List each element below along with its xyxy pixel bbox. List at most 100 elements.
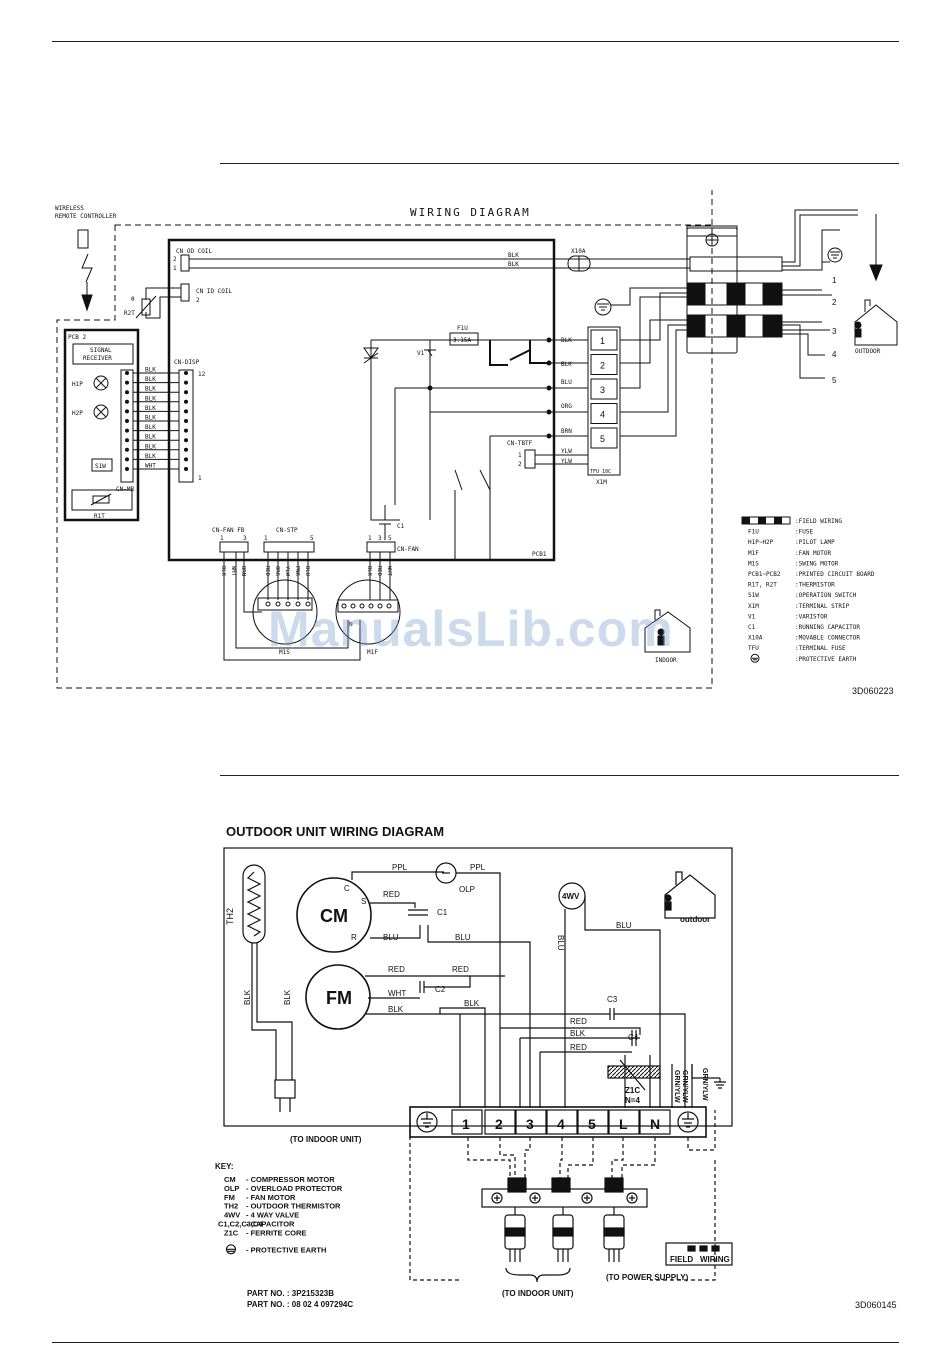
cm-r-terminal: R [351,933,357,942]
svg-text:3: 3 [378,535,382,542]
indoor-title: WIRING DIAGRAM [410,206,531,219]
key-desc: - 4 WAY VALVE [246,1211,299,1220]
z1c-ferrite-core [607,1065,661,1079]
stp-pin [275,601,281,607]
cn-od-coil-connector [180,254,190,272]
thermistor-connector [274,1079,296,1099]
cn-mb-label: CN-MB [116,486,134,493]
indoor-house-label: INDOOR [655,657,677,664]
indoor-section-rule [220,163,899,164]
x10a-label: X10A [571,248,586,255]
disp-wire-label: BLK [145,453,156,460]
fourwv-label: 4WV [562,892,580,901]
legend-desc: :VARISTOR [795,613,828,620]
m1f-pin [368,603,374,609]
svg-text:1: 1 [264,535,268,542]
legend-earth-icon [750,653,760,663]
olp-label: OLP [459,885,475,894]
legend-desc: :TERMINAL FUSE [795,645,846,652]
wiring-label: WIRING [700,1255,730,1264]
stp-pin [305,601,311,607]
field-wiring-swatch-fill [758,517,766,524]
legend-code: M1S [748,560,759,567]
x1m-terminal [590,378,618,400]
m1f-pin [386,603,392,609]
blu-wire: BLU [561,379,572,386]
fan-fb-wire-label: BRN [240,566,246,576]
x1m-terminal-label: 1 [600,336,605,346]
legend-code: PCB1~PCB2 [748,571,781,578]
outdoor-terminal-label: 3 [526,1116,534,1132]
r1t-box [71,489,133,511]
legend-desc: :OPERATION SWITCH [795,592,857,599]
outdoor-terminal [451,1109,483,1135]
x1m-label: X1M [596,479,607,486]
key-code: OLP [224,1184,239,1193]
legend-code: S1W [748,592,759,599]
outdoor-arrow-icon [869,214,883,282]
stp-pin [265,601,271,607]
tfu-label: TFU 10C [590,469,611,475]
c2-cap-label: C2 [435,985,446,994]
fm-red-label-2: RED [452,965,469,974]
legend-desc: :RUNNING CAPACITOR [795,624,860,631]
disp-wire-pin [125,409,129,414]
legend-earth-icon-lines [752,657,758,661]
key-code: TH2 [224,1202,238,1211]
cn-disp-connector [178,369,194,483]
part-no-1: PART NO. : 3P215323B [247,1289,334,1298]
key-earth-icon-lines [227,1248,235,1252]
r2t-label: R2T [124,310,135,317]
indoor-house-icon [644,611,691,653]
org-wire: ORG [561,403,572,410]
fourwv-blu-label: BLU [616,921,632,930]
cm-s-terminal: S [361,897,366,906]
disp-wire-pin [184,457,188,462]
tbtf-wire-2: YLW [561,458,572,465]
key-desc: - FERRITE CORE [246,1228,306,1237]
od-wire-label-2: BLK [508,261,519,268]
m1s-swing-motor [252,579,318,645]
legend-desc: :FAN MOTOR [795,550,832,557]
disp-wire-pin [125,399,129,404]
outdoor-terminal [515,1109,547,1135]
c1-cap-label: C1 [437,908,448,917]
disp-wire-label: BLK [145,405,156,412]
x1m-terminal [590,329,618,351]
z1c-label: Z1C [625,1086,640,1095]
outdoor-house-icon-2 [664,874,716,919]
h1p-lamp-icon [93,375,109,391]
disp-wire-pin [184,428,188,433]
part-no-2: PART NO. : 08 02 4 097294C [247,1300,353,1309]
legend-code: TFU [748,645,759,652]
ppl-wire: BLK [561,361,572,368]
grn-ylw-label-2: GRN/YLW [681,1070,688,1103]
cn-disp-label: CN-DISP [174,359,200,366]
outdoor-title: OUTDOOR UNIT WIRING DIAGRAM [226,824,444,839]
legend-code: X1M [748,603,759,610]
disp-wire-label: BLK [145,395,156,402]
outdoor-field-terminal-label: 5 [832,376,837,385]
outdoor-terminal-label: 4 [557,1116,565,1132]
outdoor-terminal-label: L [619,1116,628,1132]
h1p-label: H1P [72,381,83,388]
cm-label: CM [320,906,348,926]
m1f-label: M1F [367,649,378,656]
to-power-supply: (TO POWER SUPPLY) [606,1273,689,1282]
th-blk-label-1: BLK [243,989,252,1005]
disp-wire-pin [184,399,188,404]
outdoor-field-terminal-label: 2 [832,298,837,307]
field-wiring-swatch-fill [742,517,750,524]
disp-wire-pin [125,438,129,443]
remote-label-1: WIRELESS [55,205,84,212]
m1f-fan-motor [335,579,401,645]
cm-blu-label: BLU [383,933,399,942]
cn-stp-connector [263,541,315,553]
cn-id-coil-label: CN ID COIL [196,288,233,295]
pcb1-box [167,238,556,562]
outdoor-house-icon [854,304,898,346]
outdoor-field-terminal-label: 3 [832,327,837,336]
legend-desc: :FIELD WIRING [795,518,842,525]
outdoor-label: outdoor [680,915,710,924]
